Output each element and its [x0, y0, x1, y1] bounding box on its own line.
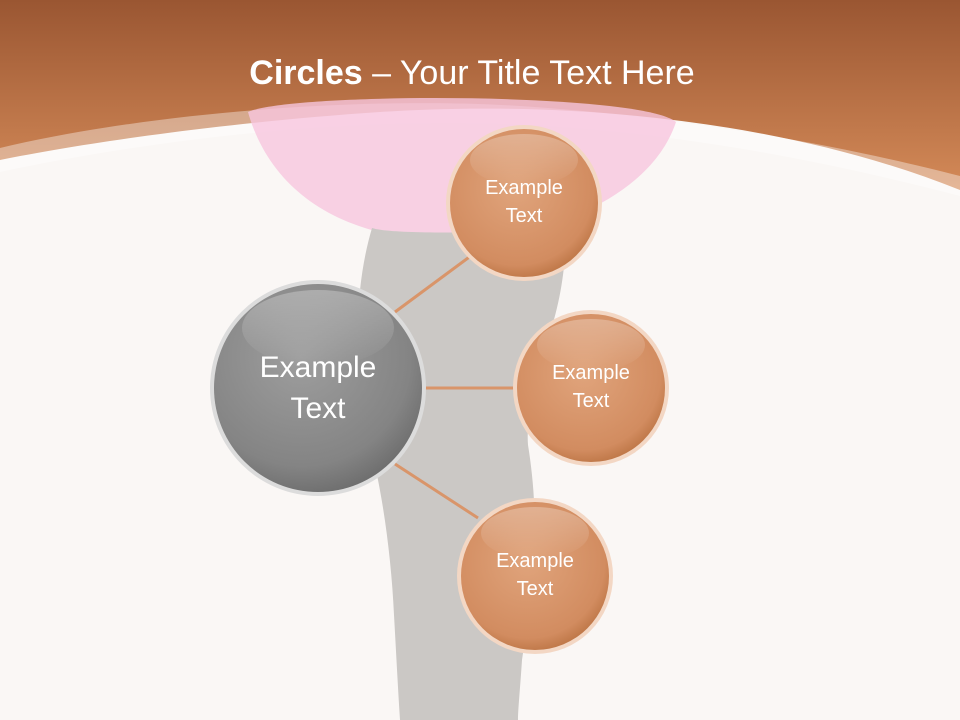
connector-line: [394, 462, 479, 520]
node-label-bottom: Example Text: [496, 550, 574, 600]
node-circle: [457, 498, 613, 654]
center-circle-label: Example Text: [259, 350, 377, 425]
node-label-middle: Example Text: [552, 362, 630, 412]
node-circle: [446, 125, 602, 281]
node-circle: [513, 310, 669, 466]
center-circle: [210, 280, 426, 496]
header-arc: [0, 103, 960, 196]
header-band: [0, 0, 960, 190]
node-label-top: Example Text: [485, 177, 563, 227]
title-rest: – Your Title Text Here: [362, 54, 695, 92]
connector-line: [394, 253, 473, 314]
slide-title: Circles – Your Title Text Here: [0, 54, 944, 93]
title-bold: Circles: [249, 54, 363, 92]
